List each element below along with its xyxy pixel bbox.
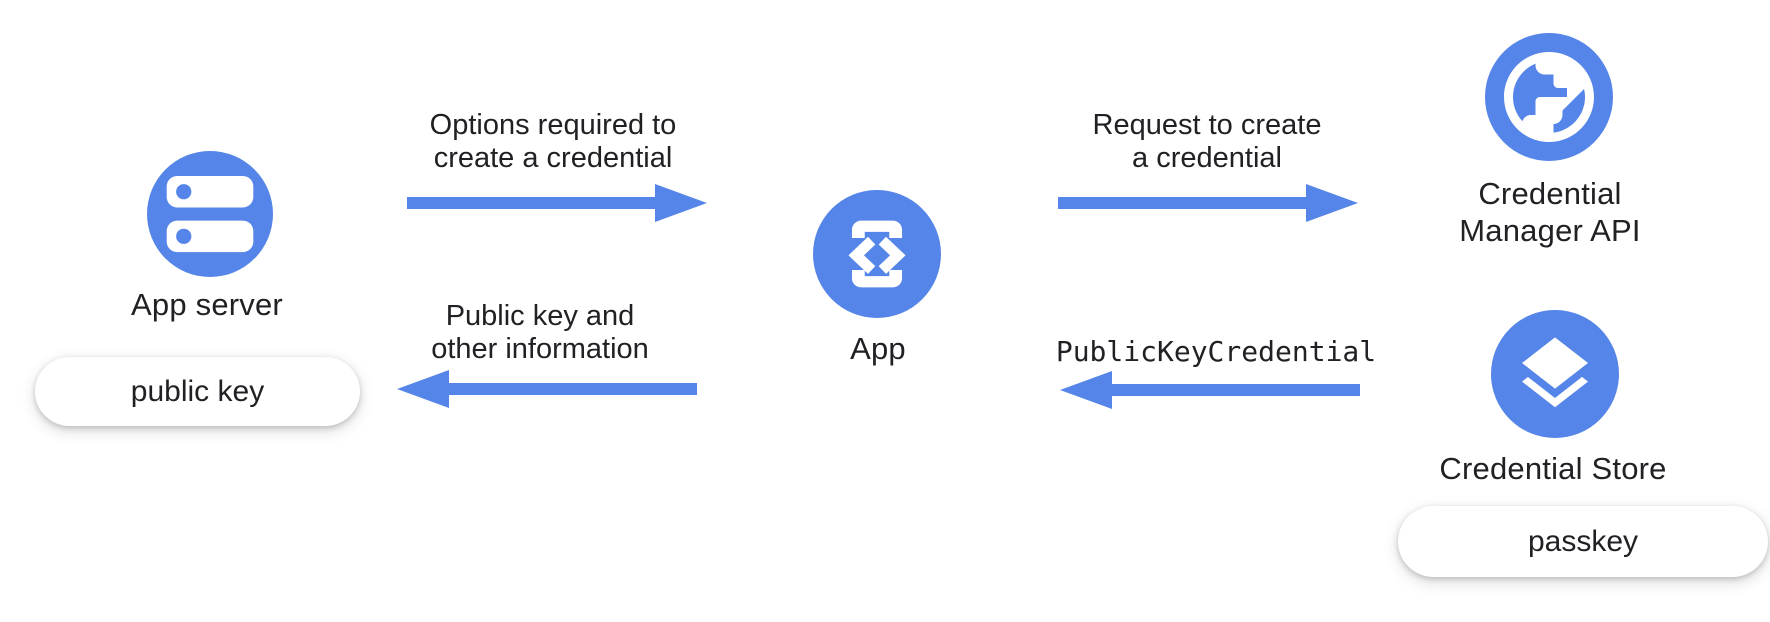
publickeycredential-flow-label: PublicKeyCredential: [1055, 335, 1377, 368]
developer-mode-icon: [848, 220, 906, 288]
public-key-arrow-left-icon: [397, 369, 697, 409]
app-server-badge: [147, 151, 273, 277]
globe-icon: [1504, 52, 1594, 142]
app-server-label: App server: [131, 287, 283, 322]
request-arrow-right-icon: [1058, 183, 1358, 223]
server-icon: [166, 175, 254, 253]
options-flow-label: Options required to create a credential: [429, 109, 677, 174]
publickeycredential-arrow-left-icon: [1060, 370, 1360, 410]
credential-manager-label: Credential Manager API: [1459, 176, 1641, 248]
options-arrow-right-icon: [407, 183, 707, 223]
credential-manager-badge: [1485, 33, 1613, 161]
credential-store-label: Credential Store: [1439, 451, 1667, 486]
request-flow-label: Request to create a credential: [1092, 109, 1322, 174]
passkey-pill: passkey: [1398, 506, 1768, 577]
app-label: App: [850, 331, 906, 366]
credential-store-badge: [1491, 310, 1619, 438]
passkey-pill-label: passkey: [1527, 524, 1639, 558]
layers-icon: [1522, 337, 1588, 408]
app-badge: [813, 190, 941, 318]
public-key-pill: public key: [35, 357, 360, 426]
public-key-pill-label: public key: [130, 374, 265, 408]
public-key-flow-label: Public key and other information: [431, 300, 649, 365]
